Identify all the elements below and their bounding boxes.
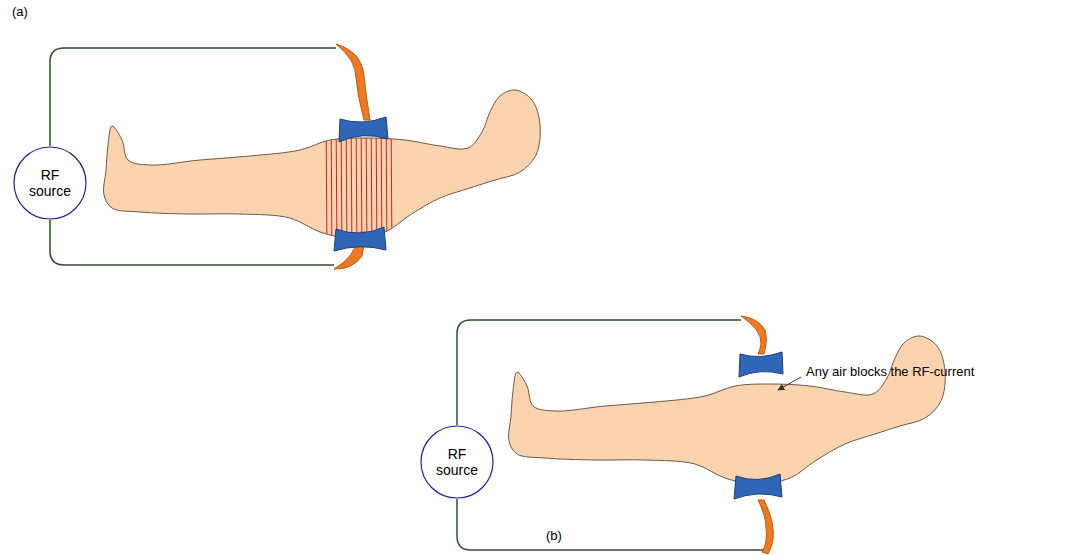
panel-label: (a) (12, 4, 28, 20)
electrode-pad (739, 352, 783, 377)
electrode-arm (336, 44, 370, 120)
electrode-arm (741, 316, 766, 354)
wire (50, 48, 336, 146)
source-label: RF source (23, 167, 77, 199)
body-outline (104, 90, 541, 238)
patient-body (104, 90, 541, 238)
source-label: RF source (430, 446, 484, 478)
leader-line (778, 377, 801, 390)
patient-body (509, 336, 946, 484)
circle-shape (14, 147, 86, 219)
rf-current-line (391, 110, 392, 255)
circle-shape (421, 426, 493, 498)
electrode-pad (334, 227, 386, 251)
source-circle: RF source (420, 425, 494, 499)
rf-current-lines (326, 110, 392, 255)
rf-current-line (326, 110, 327, 255)
note-text: Any air blocks the RF-current (806, 364, 974, 380)
rf-current-line (331, 110, 332, 255)
electrode-pad (339, 117, 388, 142)
source-circle: RF source (13, 146, 87, 220)
wire (50, 220, 334, 265)
electrode-pad (734, 474, 782, 499)
wire (457, 499, 768, 550)
electrode-arm (758, 500, 773, 554)
panel-label: (b) (546, 528, 562, 544)
body-outline (509, 336, 946, 484)
